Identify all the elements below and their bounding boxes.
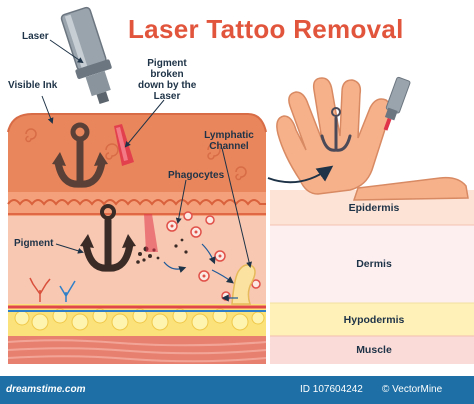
leader-lines xyxy=(41,39,252,268)
laser-beam-dermis xyxy=(144,214,158,252)
footer-image-id: ID 107604242 xyxy=(300,384,363,395)
flow-arrows xyxy=(163,243,238,302)
page-title: Laser Tattoo Removal xyxy=(128,14,404,44)
layer-label-epidermis: Epidermis xyxy=(348,202,400,214)
band-dermis xyxy=(270,225,474,303)
layer-bands xyxy=(270,190,474,364)
nerve-red xyxy=(29,277,51,302)
visible-ink-anchor xyxy=(54,122,106,188)
laser-device xyxy=(60,6,112,105)
label-pigment-broken-line4: Laser xyxy=(153,91,181,102)
label-pigment-broken-line1: Pigment xyxy=(147,58,187,69)
hand-tattoo xyxy=(320,107,352,152)
diagram-canvas xyxy=(7,6,474,364)
connector-arrow xyxy=(267,165,334,184)
layer-label-hypodermis: Hypodermis xyxy=(343,314,405,326)
label-pigment: Pigment xyxy=(14,238,54,249)
footer-credit: © VectorMine xyxy=(382,384,443,395)
skin-epidermis xyxy=(8,192,266,216)
footer-bar: dreamstime.com ID 107604242 © VectorMine xyxy=(0,376,474,404)
band-hypodermis xyxy=(270,303,474,336)
layer-label-dermis: Dermis xyxy=(356,258,392,270)
layer-label-muscle: Muscle xyxy=(356,344,392,356)
hand-illustration xyxy=(276,76,469,201)
label-laser: Laser xyxy=(22,31,49,42)
band-muscle xyxy=(270,336,474,364)
footer-logo: dreamstime.com xyxy=(6,384,86,395)
pigment-anchor xyxy=(82,204,134,272)
label-pigment-broken-line3: down by the xyxy=(138,80,197,91)
skin-swirl-marks xyxy=(25,128,247,181)
label-pigment-broken: Pigment broken down by the Laser xyxy=(138,58,196,102)
hand-laser-tool xyxy=(383,76,411,131)
epidermis-cells xyxy=(7,199,266,206)
label-lymphatic-line2: Channel xyxy=(209,141,249,152)
skin-block xyxy=(7,113,267,364)
label-lymphatic-line1: Lymphatic xyxy=(204,130,254,141)
label-lymphatic-channel: Lymphatic Channel xyxy=(200,130,258,152)
label-visible-ink: Visible Ink xyxy=(8,80,58,91)
lymphatic-channel xyxy=(231,264,256,305)
label-pigment-broken-line2: broken xyxy=(150,69,184,80)
nerve-blue xyxy=(59,280,76,302)
skin-top-face xyxy=(8,114,266,192)
skin-dermis xyxy=(8,216,266,304)
label-phagocytes: Phagocytes xyxy=(168,170,225,181)
